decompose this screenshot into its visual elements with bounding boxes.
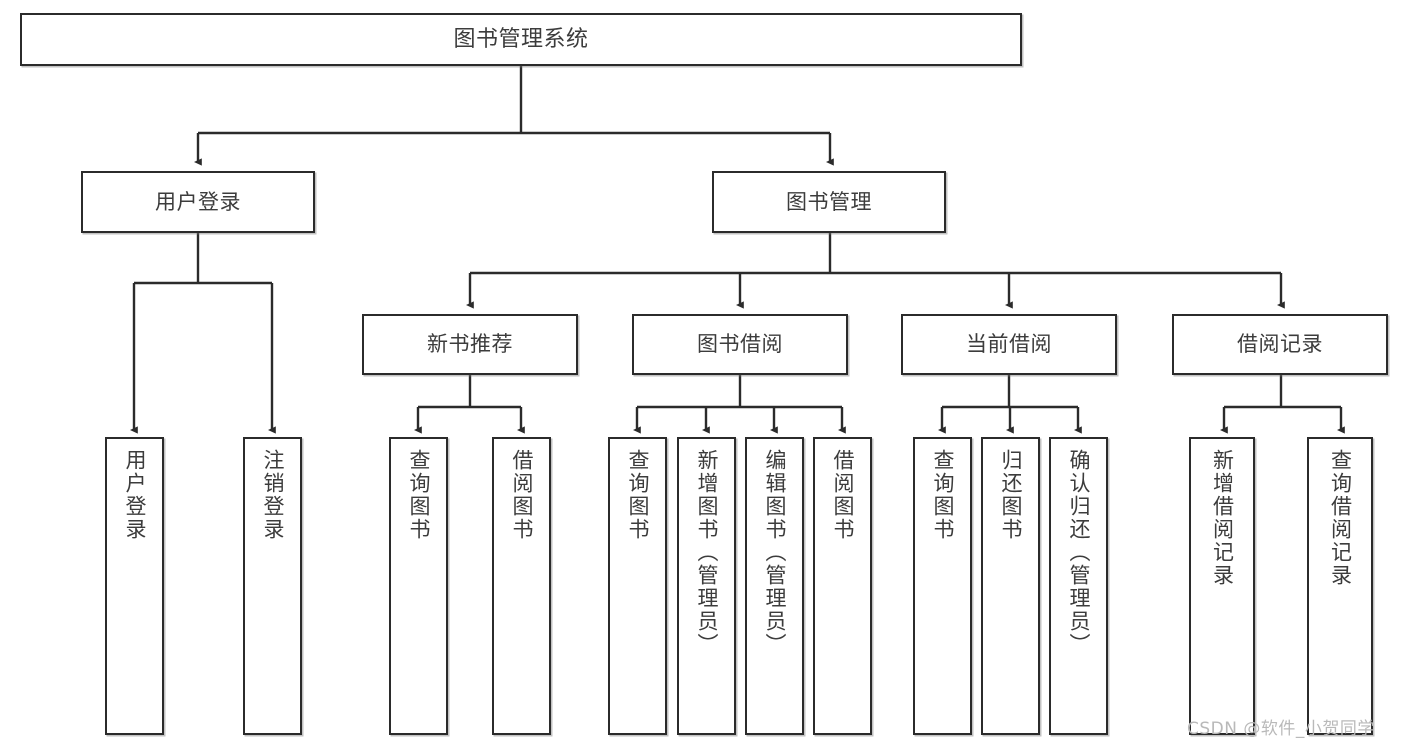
node-user-login-label: 用户登录 [155,189,241,214]
leaf-add-borrow-record[interactable]: 新增借阅记录 [1189,437,1255,735]
node-user-login[interactable]: 用户登录 [81,171,315,233]
leaf-query-book-1[interactable]: 查询图书 [389,437,448,735]
leaf-add-borrow-record-label: 新增借阅记录 [1210,449,1235,587]
node-borrow-record-label: 借阅记录 [1237,332,1323,357]
leaf-borrow-book-2[interactable]: 借阅图书 [813,437,872,735]
leaf-query-borrow-record[interactable]: 查询借阅记录 [1307,437,1373,735]
node-book-borrow-label: 图书借阅 [697,332,783,357]
leaf-logout-login-label: 注销登录 [261,449,285,541]
node-current-borrow-label: 当前借阅 [966,332,1052,357]
leaf-query-book-1-label: 查询图书 [407,449,431,541]
node-current-borrow[interactable]: 当前借阅 [901,314,1117,375]
leaf-edit-book-admin[interactable]: 编辑图书（管理员） [745,437,804,735]
node-book-borrow[interactable]: 图书借阅 [632,314,848,375]
node-new-book-recommend-label: 新书推荐 [427,332,513,357]
leaf-query-book-2-label: 查询图书 [626,449,650,541]
leaf-query-book-2[interactable]: 查询图书 [608,437,667,735]
leaf-borrow-book-2-label: 借阅图书 [831,449,855,541]
node-root[interactable]: 图书管理系统 [20,13,1022,66]
node-borrow-record[interactable]: 借阅记录 [1172,314,1388,375]
leaf-borrow-book-1[interactable]: 借阅图书 [492,437,551,735]
leaf-add-book-admin[interactable]: 新增图书（管理员） [677,437,736,735]
leaf-return-book-label: 归还图书 [999,449,1023,541]
leaf-query-book-3-label: 查询图书 [931,449,955,541]
leaf-add-book-admin-label: 新增图书（管理员） [695,449,719,656]
leaf-confirm-return-admin[interactable]: 确认归还（管理员） [1049,437,1108,735]
leaf-confirm-return-admin-label: 确认归还（管理员） [1067,449,1091,656]
node-book-manage[interactable]: 图书管理 [712,171,946,233]
leaf-query-borrow-record-label: 查询借阅记录 [1328,449,1353,587]
leaf-return-book[interactable]: 归还图书 [981,437,1040,735]
leaf-user-login[interactable]: 用户登录 [105,437,164,735]
node-root-label: 图书管理系统 [453,26,589,52]
leaf-edit-book-admin-label: 编辑图书（管理员） [763,449,787,656]
node-new-book-recommend[interactable]: 新书推荐 [362,314,578,375]
leaf-query-book-3[interactable]: 查询图书 [913,437,972,735]
node-book-manage-label: 图书管理 [786,189,872,214]
csdn-watermark: CSDN @软件_小贺同学 [1187,719,1375,739]
leaf-user-login-label: 用户登录 [123,449,147,541]
leaf-borrow-book-1-label: 借阅图书 [510,449,534,541]
leaf-logout-login[interactable]: 注销登录 [243,437,302,735]
